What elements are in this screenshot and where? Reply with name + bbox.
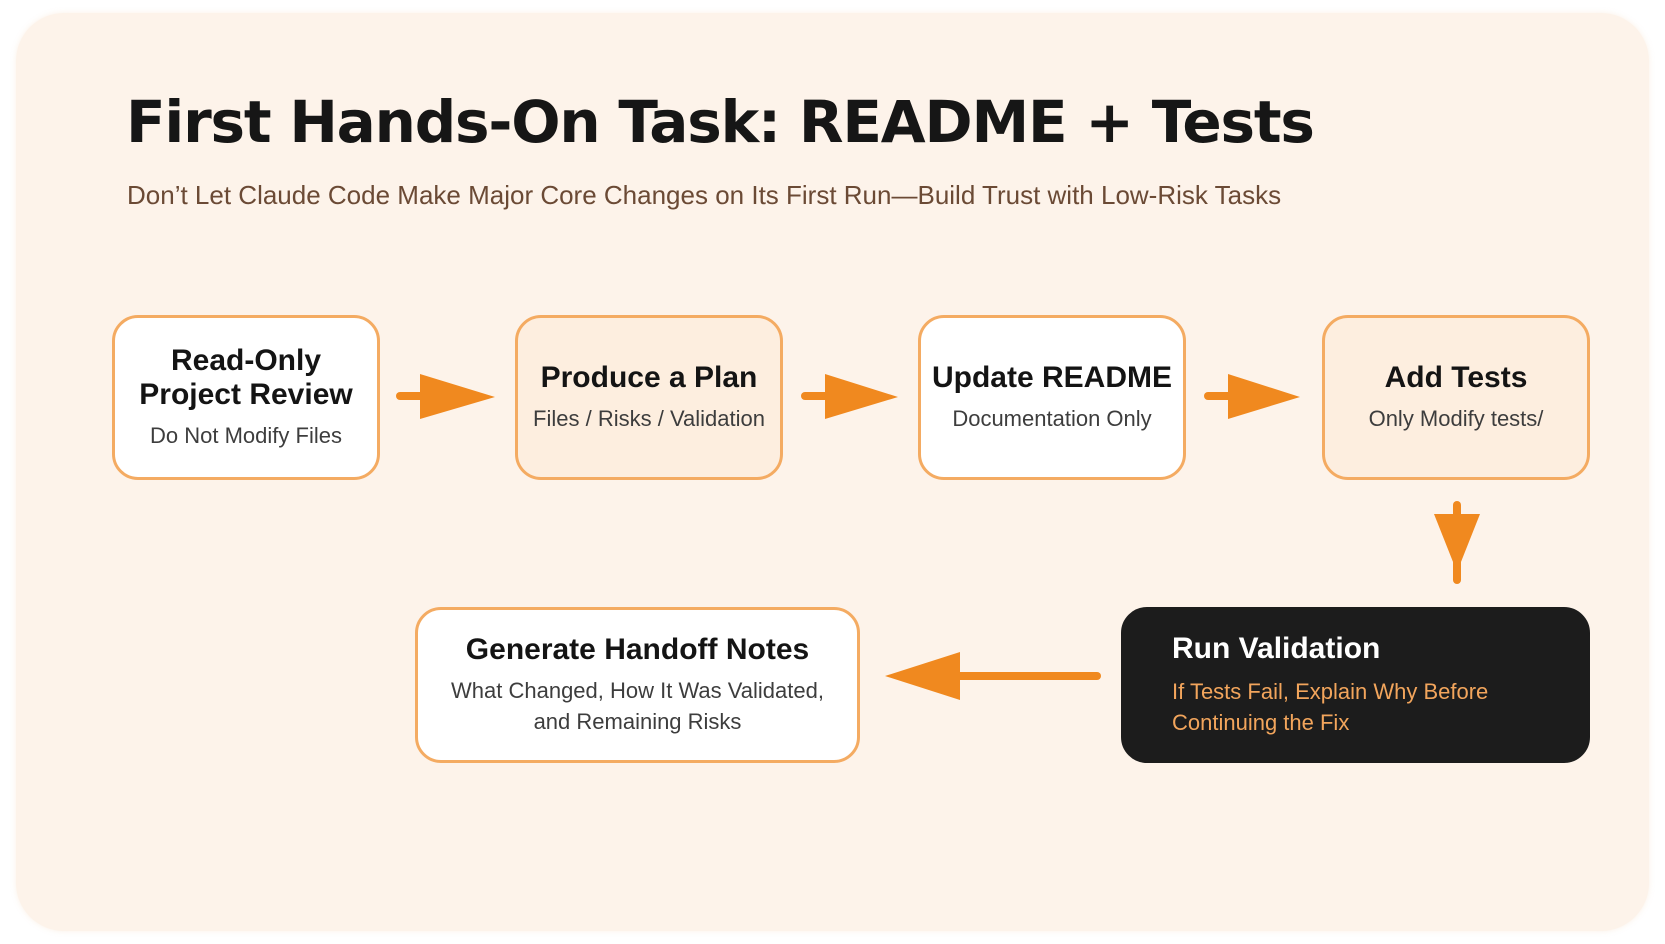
step-subtitle: Files / Risks / Validation (533, 406, 765, 431)
step-subtitle: If Tests Fail, Explain Why Before Contin… (1172, 679, 1489, 735)
step-subtitle: Documentation Only (952, 406, 1152, 431)
step-title: Read-Only Project Review (139, 344, 353, 411)
step-add-tests: Add Tests Only Modify tests/ (1322, 315, 1590, 480)
diagram-subtitle: Don’t Let Claude Code Make Major Core Ch… (127, 180, 1282, 210)
step-run-validation: Run Validation If Tests Fail, Explain Wh… (1121, 607, 1590, 763)
diagram-title: First Hands-On Task: README + Tests (126, 88, 1315, 156)
arrow-step5-to-step6 (885, 652, 1101, 700)
step-update-readme: Update README Documentation Only (918, 315, 1186, 480)
arrow-step4-to-step5 (1434, 501, 1480, 584)
step-title: Generate Handoff Notes (465, 633, 810, 666)
arrow-step2-to-step3 (801, 374, 898, 419)
step-handoff-notes: Generate Handoff Notes What Changed, How… (415, 607, 860, 763)
step-subtitle: What Changed, How It Was Validated, and … (451, 678, 824, 734)
step-title: Add Tests (1384, 361, 1528, 394)
step-title: Run Validation (1172, 632, 1381, 665)
step-title: Update README (931, 361, 1172, 394)
arrow-step3-to-step4 (1204, 374, 1300, 419)
arrow-step1-to-step2 (396, 374, 495, 419)
step-subtitle: Only Modify tests/ (1368, 406, 1544, 431)
step-title: Produce a Plan (540, 361, 758, 394)
step-produce-plan: Produce a Plan Files / Risks / Validatio… (515, 315, 783, 480)
step-read-only-review: Read-Only Project Review Do Not Modify F… (112, 315, 380, 480)
step-subtitle: Do Not Modify Files (150, 423, 342, 448)
